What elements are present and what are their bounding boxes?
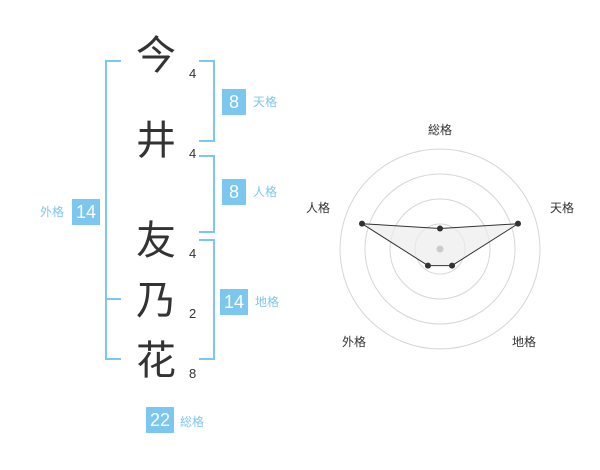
axis-label-gaikaku: 外格: [342, 334, 366, 349]
radar-points: [359, 220, 521, 269]
gaikaku-label: 外格: [40, 205, 65, 219]
axis-label-tenkaku: 天格: [550, 200, 574, 215]
gaikaku-bracket-tick: [105, 298, 121, 300]
axis-label-jinkaku: 人格: [306, 200, 330, 215]
radar-ring: [389, 198, 491, 300]
name-char-4: 乃: [136, 278, 176, 324]
stroke-count-5: 8: [189, 366, 197, 381]
chikaku-badge: 14: [220, 289, 248, 315]
chikaku-label: 地格: [255, 295, 280, 309]
stroke-count-3: 4: [189, 246, 197, 261]
radar-point-4: [359, 220, 366, 227]
axis-label-chikaku: 地格: [512, 334, 536, 349]
radar-ring: [364, 173, 516, 325]
stroke-count-2: 4: [189, 146, 197, 161]
chikaku-bracket: [199, 239, 215, 360]
tenkaku-bracket: [199, 60, 215, 142]
soukaku-label: 総格: [180, 415, 205, 429]
axis-label-soukaku: 総格: [428, 122, 452, 137]
stroke-count-4: 2: [189, 306, 197, 321]
gaikaku-bracket: [105, 60, 121, 360]
radar-point-0: [437, 225, 443, 232]
jinkaku-label: 人格: [253, 185, 278, 199]
tenkaku-badge: 8: [222, 89, 246, 115]
name-char-5: 花: [136, 338, 176, 384]
name-char-3: 友: [136, 218, 176, 264]
tenkaku-label: 天格: [253, 95, 278, 109]
radar-point-2: [449, 262, 456, 269]
radar-point-3: [424, 262, 431, 269]
radar-ring: [339, 148, 541, 350]
name-char-1: 今: [136, 33, 176, 79]
soukaku-badge: 22: [146, 407, 174, 433]
radar-polygon: [361, 223, 519, 267]
stroke-count-1: 4: [189, 66, 197, 81]
radar-point-1: [514, 220, 521, 227]
jinkaku-bracket: [199, 155, 215, 233]
gaikaku-badge: 14: [72, 199, 100, 225]
jinkaku-badge: 8: [222, 179, 246, 205]
radar-center-dot: [436, 245, 444, 253]
name-char-2: 井: [136, 118, 176, 164]
